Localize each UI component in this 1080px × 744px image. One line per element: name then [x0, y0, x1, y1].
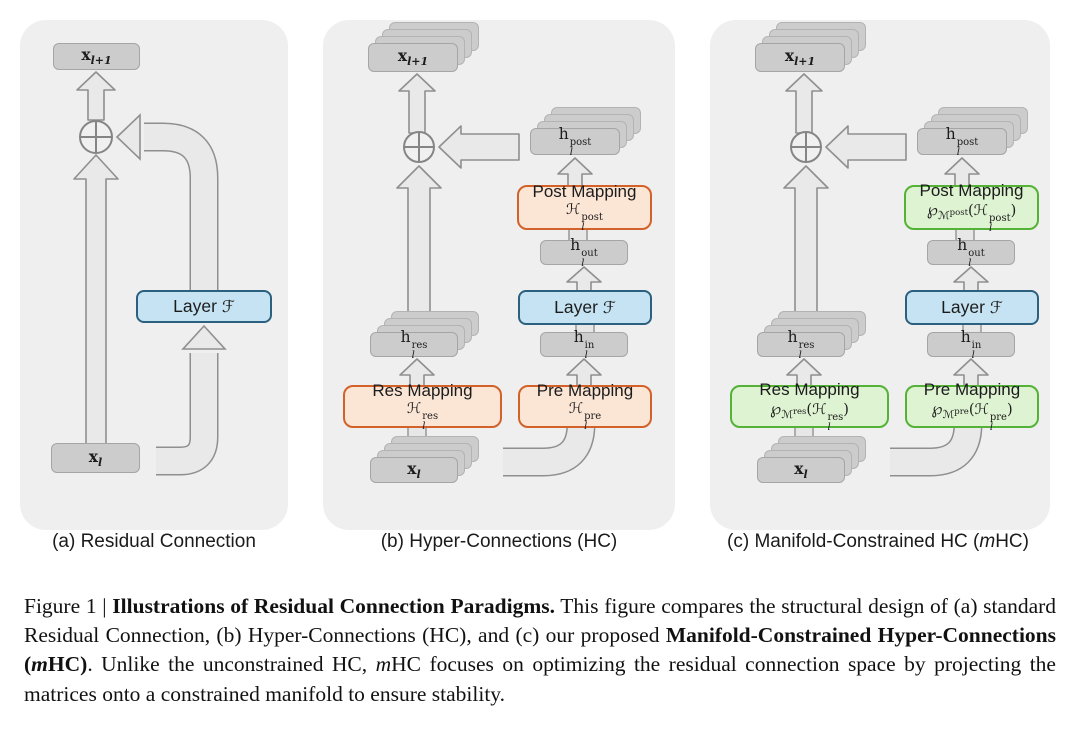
- output-up-arrow: [76, 71, 116, 121]
- branch-in-band: [156, 324, 227, 476]
- panel-a-caption: (a) Residual Connection: [52, 531, 256, 552]
- res-mapping-title: Res Mapping: [372, 380, 473, 400]
- layer-f-box: Layer ℱ: [136, 290, 272, 323]
- x-input-card: xl: [51, 443, 140, 473]
- merge-left-arrow: [438, 125, 520, 169]
- branch-out-band: [115, 113, 219, 292]
- layer-f-box: Layer ℱ: [905, 290, 1039, 325]
- residual-up-arrow: [783, 165, 829, 324]
- x-next-card: xl+1: [755, 43, 845, 72]
- pre-mapping-title: Pre Mapping: [536, 380, 634, 400]
- input-to-pre-band: [503, 423, 596, 477]
- x-next-card: xl+1: [53, 43, 140, 70]
- x-input-card: xl: [757, 457, 845, 483]
- input-to-pre-band: [890, 423, 983, 477]
- script-f: ℱ: [602, 298, 616, 317]
- add-icon: [403, 131, 435, 163]
- residual-up-arrow: [73, 154, 119, 453]
- residual-up-arrow: [396, 165, 442, 324]
- layer-to-hout-arrow: [566, 266, 602, 293]
- flow-arrows-c: [783, 73, 989, 477]
- script-f: ℱ: [221, 297, 235, 316]
- x-next-stack: xl+1: [368, 22, 479, 72]
- panel-b-caption: (b) Hyper-Connections (HC): [380, 531, 618, 552]
- x-input-card: xl: [370, 457, 458, 483]
- layer-f-box: Layer ℱ: [518, 290, 652, 325]
- flow-arrows-b: [396, 73, 602, 477]
- layer-to-hout-arrow: [953, 266, 989, 293]
- x-next-label: x: [81, 45, 91, 65]
- output-up-arrow: [398, 73, 436, 134]
- add-icon: [79, 120, 113, 154]
- pre-mapping-title: Pre Mapping: [923, 379, 1021, 399]
- x-next-stack: xl+1: [755, 22, 866, 72]
- res-mapping-title: Res Mapping: [759, 379, 860, 399]
- x-input-stack: xl: [370, 436, 479, 483]
- flow-arrows-a: [73, 71, 227, 476]
- x-input-stack: xl: [757, 436, 866, 483]
- panel-c-caption: (c) Manifold-Constrained HC (mHC): [727, 531, 1029, 552]
- layer-label: Layer: [173, 296, 217, 316]
- figure-number: Figure 1 |: [24, 594, 113, 618]
- x-input-label: x: [88, 446, 99, 466]
- post-mapping-title: Post Mapping: [532, 181, 637, 201]
- output-up-arrow: [785, 73, 823, 134]
- figure-caption: Figure 1 | Illustrations of Residual Con…: [24, 594, 1057, 706]
- script-f: ℱ: [989, 298, 1003, 317]
- merge-left-arrow: [825, 125, 907, 169]
- add-icon: [790, 131, 822, 163]
- x-next-card: xl+1: [368, 43, 458, 72]
- post-mapping-title: Post Mapping: [919, 180, 1024, 200]
- panel-a-residual-connection: xl+1 Layer ℱ xl: [20, 20, 288, 530]
